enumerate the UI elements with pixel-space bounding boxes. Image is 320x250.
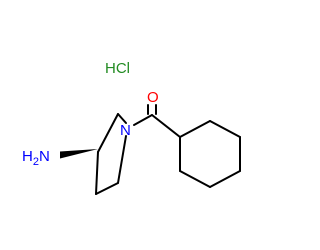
ring-nitrogen-label: N bbox=[120, 122, 131, 139]
bond-c4-c3 bbox=[95, 151, 99, 195]
bond-cy1-cy2 bbox=[179, 120, 211, 138]
molecule-structure: HCl H2N N O bbox=[22, 60, 241, 195]
bond-c2-n1 bbox=[117, 113, 127, 124]
bond-cy5-cy6 bbox=[179, 170, 211, 188]
bond-n1-carbonyl bbox=[133, 114, 153, 126]
bond-c3-c2 bbox=[97, 113, 119, 153]
amine-label: H2N bbox=[22, 148, 50, 168]
carbonyl-oxygen-label: O bbox=[147, 89, 159, 106]
hcl-label: HCl bbox=[105, 60, 130, 77]
bond-c5-c4 bbox=[95, 182, 119, 195]
bond-cy4-cy5 bbox=[209, 170, 241, 188]
amine-nitrogen: N bbox=[39, 148, 50, 165]
wedge-bond-amine bbox=[60, 149, 98, 159]
amine-subscript: 2 bbox=[33, 156, 39, 168]
bond-cy2-cy3 bbox=[209, 120, 241, 138]
bond-carbonyl-cyclohexyl bbox=[151, 114, 181, 138]
bond-n1-c5 bbox=[117, 135, 127, 184]
amine-hydrogen: H bbox=[22, 148, 33, 165]
